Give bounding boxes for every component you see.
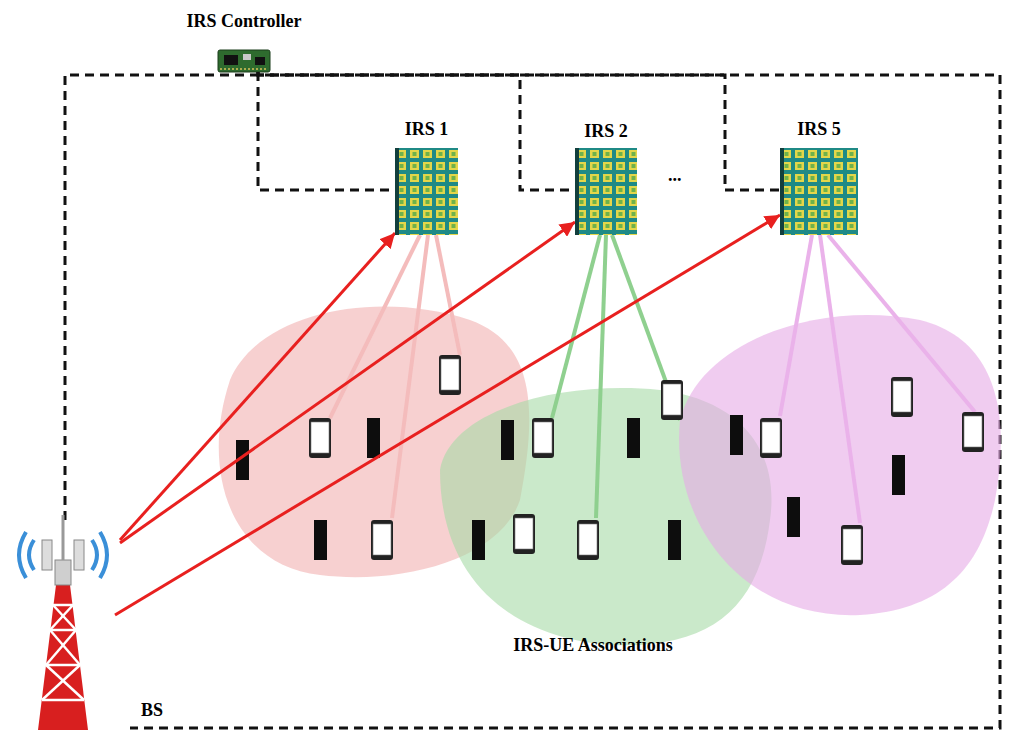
smartphone [661, 380, 683, 420]
base-station-tower [19, 515, 107, 730]
smartphone [371, 520, 393, 560]
device [472, 520, 485, 560]
device [501, 420, 514, 460]
node-label: IRS 2 [584, 122, 628, 142]
node-label: IRS Controller [186, 12, 301, 32]
device [730, 415, 743, 455]
smartphone [760, 418, 782, 458]
node-label: IRS 1 [405, 120, 449, 140]
smartphone [532, 418, 554, 458]
irs-panel: IRS 1 [395, 148, 458, 235]
reflected-beams [330, 235, 975, 523]
base-station: BS [15, 515, 125, 730]
controller-chip [218, 50, 270, 72]
smartphone [962, 412, 984, 452]
smartphone [513, 514, 535, 554]
device [627, 418, 640, 458]
device [314, 520, 327, 560]
irs-surface [395, 148, 458, 235]
bs-irs-link [115, 215, 780, 615]
device [892, 455, 905, 495]
bs-irs-link [120, 233, 395, 540]
smartphone [439, 355, 461, 395]
irs-panel: IRS 5 [780, 148, 858, 235]
association-region [679, 315, 1001, 615]
smartphone [891, 377, 913, 417]
device [787, 497, 800, 537]
node-label: IRS 5 [797, 120, 841, 140]
system-border [65, 75, 1000, 728]
user-devices [236, 355, 984, 565]
node-label: BS [141, 701, 163, 721]
device [367, 418, 380, 458]
irs-surface [575, 148, 637, 235]
irs-panel: IRS 2 [575, 148, 637, 235]
smartphone [309, 418, 331, 458]
region-caption: IRS-UE Associations [513, 636, 673, 656]
device [668, 520, 681, 560]
control-link [258, 72, 780, 190]
smartphone [841, 525, 863, 565]
smartphone [577, 520, 599, 560]
bs-irs-link [120, 222, 575, 543]
control-link [258, 72, 395, 190]
ellipsis: ... [668, 166, 682, 186]
irs-surface [780, 148, 858, 235]
controller-box: IRS Controller [218, 50, 270, 72]
